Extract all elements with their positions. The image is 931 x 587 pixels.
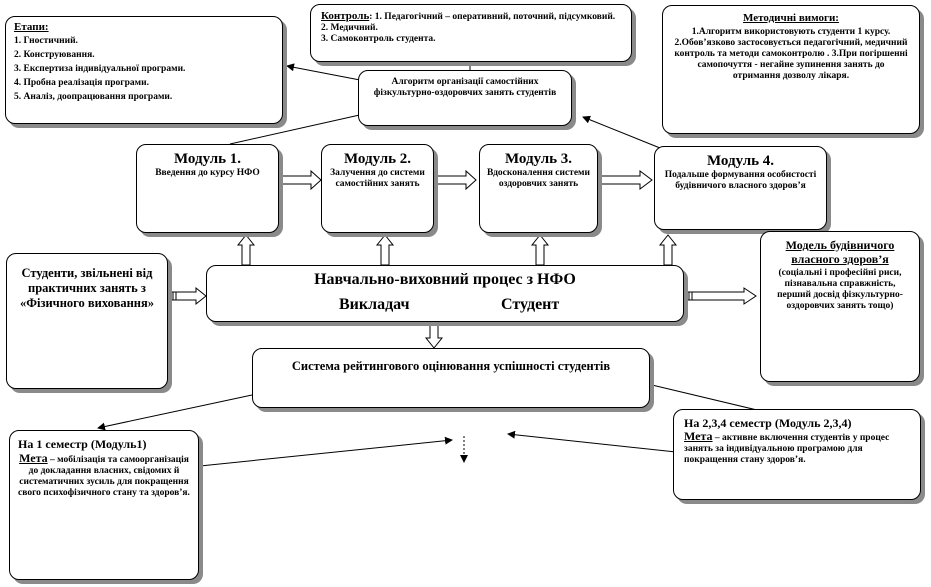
etapy-item: 1. Гностичний. xyxy=(14,36,78,46)
semester-1-meta: Мета xyxy=(19,451,48,465)
algorithm-text: Алгоритм організації самостійних фізкуль… xyxy=(373,77,557,98)
module-1-box: Модуль 1. Введення до курсу НФО xyxy=(136,144,279,233)
etapy-box: Етапи: 1. Гностичний. 2. Конструювання. … xyxy=(5,16,283,124)
semester-234-goal: Мета – активне включення студентів у про… xyxy=(684,429,910,466)
vymogy-title: Методичні вимоги: xyxy=(743,12,839,24)
module-2-title: Модуль 2. xyxy=(343,151,412,167)
model-box: Модель будівничого власного здоров’я (со… xyxy=(760,231,920,382)
module-3-text: Вдосконалення системи оздоровчих занять xyxy=(486,168,591,189)
etapy-item: 5. Аналіз, доопрацювання програми. xyxy=(14,92,173,102)
module-4-box: Модуль 4. Подальше формування особистост… xyxy=(654,146,827,230)
process-title: Навчально-виховний процес з НФО xyxy=(314,271,576,288)
block-arrow-m2-m3 xyxy=(435,169,477,191)
kontrol-box: Контроль: 1. Педагогічний – оперативний,… xyxy=(310,4,632,62)
process-teacher: Викладач xyxy=(339,296,410,313)
block-arrow-process-to-model xyxy=(685,287,757,305)
students-box: Студенти, звільнені від практичних занят… xyxy=(6,253,168,389)
kontrol-title: Контроль xyxy=(321,10,370,22)
etapy-title: Етапи: xyxy=(14,21,49,33)
arrow-sem234-to-center xyxy=(507,430,677,453)
rating-system-box: Система рейтингового оцінювання успішнос… xyxy=(252,348,650,408)
block-arrow-m3-m4 xyxy=(599,170,653,190)
etapy-item: 3. Експертиза індивідуальної програми. xyxy=(14,64,186,74)
rating-system-text: Система рейтингового оцінювання успішнос… xyxy=(291,359,611,373)
semester-1-title: На 1 семестр (Модуль1) xyxy=(18,437,147,451)
semester-1-goal: Мета – мобілізація та самоорганізація до… xyxy=(18,451,190,499)
module-4-text: Подальше формування особистості будівнич… xyxy=(664,170,817,191)
students-text: Студенти, звільнені від практичних занят… xyxy=(19,266,154,310)
process-student: Студент xyxy=(501,296,560,313)
arrow-algorithm-to-etapy xyxy=(286,63,361,81)
block-arrow-up-m1 xyxy=(236,234,256,266)
model-text: (соціальні і професійні риси, пізнавальн… xyxy=(777,268,903,311)
etapy-item: 4. Пробна реалізація програми. xyxy=(14,78,149,88)
module-3-box: Модуль 3. Вдосконалення системи оздоровч… xyxy=(479,144,598,233)
arrow-rating-to-sem1 xyxy=(97,394,253,431)
process-box: Навчально-виховний процес з НФО Викладач… xyxy=(206,265,684,322)
block-arrow-process-to-rating xyxy=(424,321,444,349)
module-1-title: Модуль 1. xyxy=(173,151,242,167)
vymogy-box: Методичні вимоги: 1.Алгоритм використову… xyxy=(662,5,920,134)
kontrol-text: : 1. Педагогічний – оперативний, поточни… xyxy=(321,12,616,33)
kontrol-line3: 3. Самоконтроль студента. xyxy=(321,34,436,44)
module-2-text: Залучення до системи самостійних занять xyxy=(330,168,425,189)
block-arrow-m1-m2 xyxy=(280,169,322,191)
line-module1-to-algorithm xyxy=(229,113,365,145)
module-3-title: Модуль 3. xyxy=(504,151,573,167)
block-arrow-up-m3 xyxy=(530,234,550,266)
model-title: Модель будівничого власного здоров’я xyxy=(785,238,895,266)
semester-1-text: – мобілізація та самоорганізація до докл… xyxy=(18,455,190,498)
module-1-text: Введення до курсу НФО xyxy=(155,168,260,178)
arrow-module4-to-vymogy xyxy=(582,115,661,149)
etapy-item: 2. Конструювання. xyxy=(14,50,95,60)
block-arrow-students-to-process xyxy=(169,286,207,306)
block-arrow-up-m2 xyxy=(375,234,395,266)
semester-234-meta: Мета xyxy=(684,429,713,443)
arrow-sem1-to-center xyxy=(199,436,453,467)
module-2-box: Модуль 2. Залучення до системи самостійн… xyxy=(321,144,434,233)
semester-234-title: На 2,3,4 семестр (Модуль 2,3,4) xyxy=(684,416,852,430)
vymogy-text: 1.Алгоритм використовують студенти 1 кур… xyxy=(674,27,908,81)
semester-234-text: – активне включення студентів у процес з… xyxy=(684,433,890,465)
semester-234-box: На 2,3,4 семестр (Модуль 2,3,4) Мета – а… xyxy=(673,409,921,500)
kontrol-text-block: Контроль: 1. Педагогічний – оперативний,… xyxy=(321,10,621,45)
semester-1-box: На 1 семестр (Модуль1) Мета – мобілізаці… xyxy=(9,430,199,580)
block-arrow-up-m4 xyxy=(658,234,678,266)
module-4-title: Модуль 4. xyxy=(706,153,775,169)
algorithm-box: Алгоритм організації самостійних фізкуль… xyxy=(358,70,572,126)
